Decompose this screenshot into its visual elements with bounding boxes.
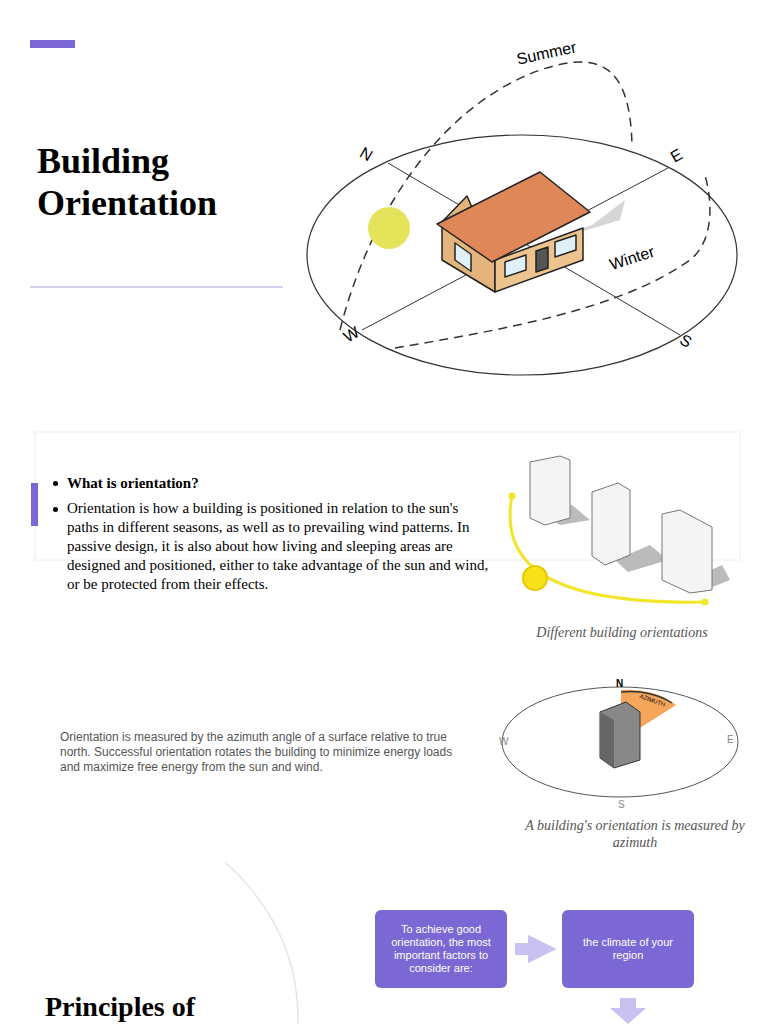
flow-arrow [610, 998, 646, 1024]
bullet [53, 507, 58, 512]
compass-letter: E [667, 145, 686, 167]
flow-arrow [515, 943, 542, 955]
sun-path-diagram [307, 62, 737, 375]
decor-arc [225, 862, 298, 1024]
accent-bar [30, 40, 75, 48]
compass-letter: E [727, 734, 734, 746]
figure-caption: Different building orientations [497, 624, 747, 641]
slide-title: Building Orientation [37, 140, 277, 224]
question-heading: What is orientation? [67, 474, 199, 492]
season-label: Summer [515, 37, 578, 68]
figure-caption: A building's orientation is measured by … [505, 817, 765, 851]
section-heading: Principles of [45, 990, 195, 1024]
sun [368, 207, 410, 249]
compass-letter: W [340, 322, 363, 346]
compass-letter: S [677, 330, 696, 352]
compass-letter: N [357, 143, 377, 165]
body-text: Orientation is how a building is positio… [67, 499, 492, 594]
season-label: Winter [607, 242, 657, 274]
box-text: the climate of your region [570, 936, 686, 962]
orientation-figure [509, 456, 731, 606]
compass-letter: S [618, 799, 625, 811]
box-text: To achieve good orientation, the most im… [383, 923, 499, 975]
divider [30, 286, 283, 288]
bullet [53, 481, 58, 486]
compass-letter: W [499, 736, 508, 748]
accent-bar [31, 483, 38, 526]
compass-letter: N [616, 678, 623, 690]
azimuth-figure [502, 687, 738, 797]
body-text: Orientation is measured by the azimuth a… [60, 730, 455, 775]
process-box: To achieve good orientation, the most im… [375, 910, 507, 988]
house [437, 172, 625, 292]
process-box: the climate of your region [562, 910, 694, 988]
